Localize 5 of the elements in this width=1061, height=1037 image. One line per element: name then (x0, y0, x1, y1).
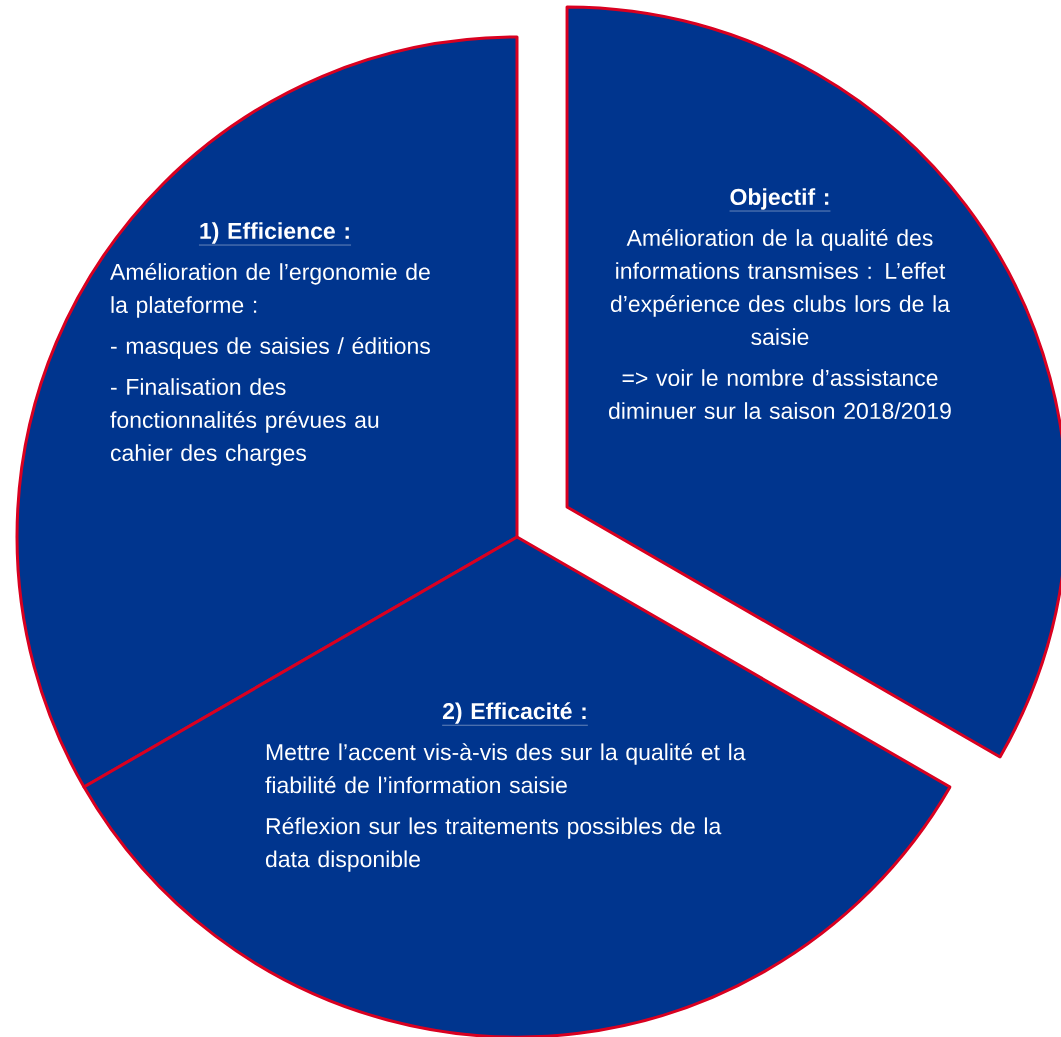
node-label: Amélioration de la qualité des informations transmises : L’effet d’expérience des clubs lors de la saisie (610, 228, 950, 346)
pie-sector: 2) Efficacité : Mettre l’accent vis-à-vis des sur la qualité et la fiabilité de l’information saisie Réflexion sur les traitements possibles de la data disponible (82, 535, 952, 1037)
node-label: Objectif : (730, 188, 829, 210)
node-label: => voir le nombre d’assistance diminuer sur la saison 2018/2019 (609, 369, 951, 420)
node-label: Réflexion sur les traitements possibles de la data disponible (265, 817, 722, 872)
